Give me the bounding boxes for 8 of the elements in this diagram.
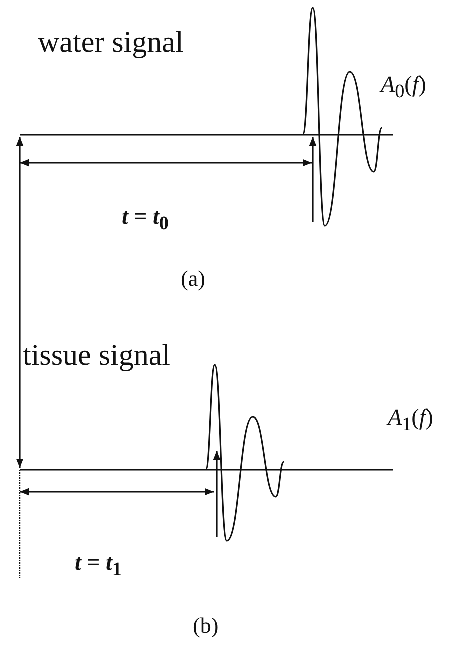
- panel-label: (a): [181, 268, 206, 290]
- signal-label: water signal: [38, 28, 184, 58]
- time-label: t = t$_{1}$: [75, 551, 122, 580]
- panel-label: (b): [193, 615, 219, 637]
- amplitude-label: A$_{1}$(f): [388, 406, 434, 435]
- signal-label: tissue signal: [23, 341, 170, 371]
- amplitude-label: A$_{0}$(f): [381, 73, 426, 102]
- time-label: t = t$_{0}$: [122, 205, 169, 234]
